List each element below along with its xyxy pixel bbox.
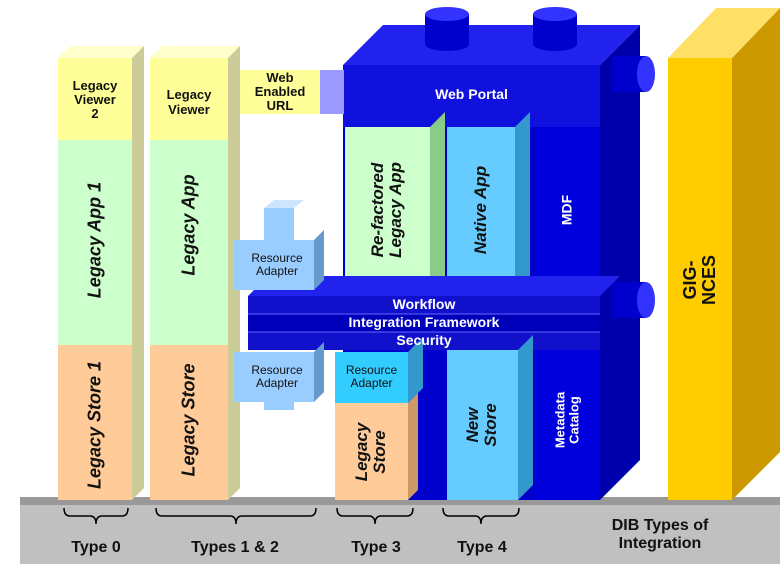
cylinder-right-top [533, 7, 577, 21]
blue-block-top [343, 25, 640, 65]
workflow-band [248, 296, 600, 314]
type12-caption: Types 1 & 2 [191, 539, 279, 557]
type3-adapter-side [408, 337, 423, 403]
type4-caption: Type 4 [457, 539, 507, 557]
refactored-app-box [345, 127, 430, 295]
blue-block-side [600, 25, 640, 500]
web-url-link [320, 70, 344, 114]
brace-type3 [336, 507, 414, 525]
type3-store-box [335, 403, 408, 500]
cylinder-left-bottom [425, 37, 469, 51]
gig-nces-side [732, 8, 780, 500]
security-band [248, 332, 600, 350]
bands-top [248, 276, 620, 296]
type12-viewer-label: Legacy Viewer [166, 87, 212, 117]
side-cylinder-upper-cap [637, 56, 655, 92]
web-portal-box [343, 65, 600, 127]
base-floor [20, 505, 780, 564]
type12-viewer-box [150, 58, 228, 140]
adapter-lower-box [234, 352, 314, 402]
native-app-side [515, 112, 530, 297]
refactored-app-label: Re-factored Legacy App [368, 162, 405, 258]
dib-types-caption: DIB Types of Integration [611, 517, 709, 552]
metadata-catalog-box [535, 350, 600, 500]
adapter-upper-box [234, 240, 314, 290]
type12-app-box [150, 140, 228, 345]
type0-caption: Type 0 [71, 539, 121, 557]
type0-store-label: Legacy Store 1 [84, 360, 105, 490]
cylinder-left-top [425, 7, 469, 21]
brace-type12 [155, 507, 317, 525]
brace-type4 [442, 507, 520, 525]
type0-viewer-box [58, 58, 132, 140]
gig-nces-label: GIG-NCES [680, 255, 719, 306]
cylinder-right-bottom [533, 37, 577, 51]
type12-store-box [150, 345, 228, 500]
integration-band [248, 314, 600, 332]
security-label: Security [396, 332, 452, 349]
type3-adapter-label: Resource Adapter [345, 362, 398, 390]
resource-adapter-lower-label: Resource Adapter [251, 362, 303, 390]
type12-app-label: Legacy App [178, 174, 199, 276]
brace-type0 [63, 507, 129, 525]
type3-store-label: Legacy Store [352, 422, 389, 482]
integration-framework-label: Integration Framework [348, 314, 500, 331]
type3-caption: Type 3 [351, 539, 401, 557]
native-app-box [447, 127, 515, 295]
resource-adapter-upper-label: Resource Adapter [251, 250, 303, 278]
type0-store-box [58, 345, 132, 500]
new-store-side [518, 335, 533, 500]
adapter-lower-side [314, 342, 324, 402]
workflow-label: Workflow [392, 296, 456, 313]
type12-store-label: Legacy Store [178, 363, 199, 477]
type12-top [150, 46, 240, 58]
type0-top [58, 46, 144, 58]
mdf-label: MDF [558, 194, 575, 226]
metadata-catalog-label: Metadata Catalog [552, 391, 581, 449]
type3-store-side [408, 393, 418, 500]
adapter-upper-side [314, 230, 324, 290]
gig-nces-top [668, 8, 780, 58]
side-cylinder-lower-cap [637, 282, 655, 318]
refactored-app-side [430, 112, 445, 297]
new-store-label: New Store [463, 403, 500, 447]
type0-app-box [58, 140, 132, 345]
type0-viewer-label: Legacy Viewer 2 [72, 77, 118, 122]
adapter-upper-nub-top [264, 200, 304, 208]
new-store-box [447, 350, 518, 500]
gig-nces-front [668, 58, 732, 500]
adapter-upper-nub [264, 208, 294, 242]
web-portal-label: Web Portal [435, 86, 508, 103]
adapter-lower-nub [264, 400, 294, 410]
web-enabled-url-label: Web Enabled URL [254, 69, 306, 114]
type0-side [132, 46, 144, 500]
type0-app-label: Legacy App 1 [84, 181, 105, 299]
mdf-box [535, 127, 600, 295]
type3-adapter-box [335, 352, 408, 403]
native-app-label: Native App [471, 165, 491, 255]
